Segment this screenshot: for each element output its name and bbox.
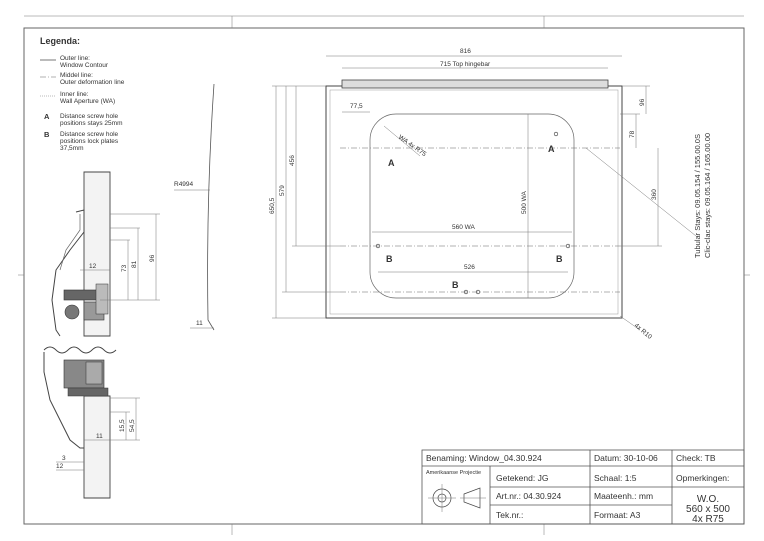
- tb-opmerkingen: Opmerkingen:: [676, 473, 729, 483]
- section-detail-top: 12 73 81 96: [51, 171, 160, 337]
- projection-symbol-icon: [428, 484, 486, 512]
- dim-96-top: 96: [639, 98, 646, 106]
- tb-artnr: Art.nr.: 04.30.924: [496, 491, 561, 501]
- side-profile: R4994 11: [174, 83, 215, 331]
- main-window-view: 715 Top hingebar 816 A A B B B 560 WA 52…: [269, 48, 712, 341]
- legend-note-a-text1: Distance screw hole: [60, 113, 119, 120]
- legend-title: Legenda:: [40, 36, 80, 46]
- dim-650-5: 650,5: [269, 197, 276, 214]
- tb-getekend: Getekend: JG: [496, 473, 548, 483]
- legend-outer-desc: Window Contour: [60, 62, 109, 69]
- sec-dim-96: 96: [149, 254, 156, 262]
- dim-78: 78: [629, 130, 636, 138]
- title-block: Benaming: Window_04.30.924 Datum: 30-10-…: [421, 449, 745, 525]
- tb-formaat: Formaat: A3: [594, 510, 641, 520]
- stays-line2: Clic-clac stays: 09.05.164 / 165.00.00: [703, 133, 712, 258]
- dim-526: 526: [464, 264, 475, 271]
- section-detail-bottom: 11 15,5 54,5 3 12: [43, 352, 140, 499]
- dim-560-wa: 560 WA: [452, 224, 476, 231]
- sheet-border: [23, 27, 745, 525]
- dim-456: 456: [289, 155, 296, 166]
- dim-4x-r10: 4x R10: [633, 322, 654, 341]
- dim-wa-r75: WA 4x R75: [397, 134, 428, 158]
- legend-note-b-key: B: [44, 130, 50, 139]
- tb-teknr: Tek.nr.:: [496, 510, 523, 520]
- sec-dim-155: 15,5: [119, 419, 126, 432]
- legend-note-b-text2: positions lock plates: [60, 138, 119, 145]
- tb-check: Check: TB: [676, 453, 716, 463]
- dim-579: 579: [279, 185, 286, 196]
- tb-benaming: Benaming: Window_04.30.924: [426, 453, 542, 463]
- label-b-bottom: B: [452, 280, 459, 290]
- sec-dim-81: 81: [131, 260, 138, 268]
- legend-middle-desc: Outer deformation line: [60, 79, 125, 86]
- stays-line1: Tubular Stays: 09.05.154 / 155.00.0S: [693, 134, 702, 258]
- legend-note-b-text3: 37,5mm: [60, 145, 83, 152]
- dim-360: 360: [651, 189, 658, 200]
- dim-77-5: 77,5: [350, 103, 363, 110]
- sec-dim-73: 73: [121, 264, 128, 272]
- legend-note-b-text1: Distance screw hole: [60, 131, 119, 138]
- legend-outer-label: Outer line:: [60, 55, 90, 62]
- sec-dim-12b: 12: [56, 463, 64, 470]
- legend-middle-label: Middel line:: [60, 72, 93, 79]
- label-b-left: B: [386, 254, 393, 264]
- label-a-right: A: [548, 144, 555, 154]
- dim-width-816: 816: [460, 48, 471, 55]
- tb-projectie: Amerikaanse Projectie: [426, 470, 481, 476]
- label-a-left: A: [388, 158, 395, 168]
- tb-maateenh: Maateenh.: mm: [594, 491, 653, 501]
- tb-schaal: Schaal: 1:5: [594, 473, 637, 483]
- legend: Legenda: Outer line: Window Contour Midd…: [40, 36, 125, 152]
- tb-wo1: W.O.: [697, 494, 719, 505]
- legend-note-a-text2: positions stays 25mm: [60, 120, 123, 127]
- dim-r4994: R4994: [174, 181, 194, 188]
- sec-dim-11b: 11: [96, 433, 103, 440]
- tb-wo3: 4x R75: [692, 514, 724, 525]
- legend-note-a-key: A: [44, 112, 50, 121]
- sec-dim-3: 3: [62, 455, 66, 462]
- legend-inner-label: Inner line:: [60, 91, 89, 98]
- dim-500-wa: 500 WA: [521, 190, 528, 214]
- sec-dim-545: 54,5: [129, 419, 136, 432]
- sec-dim-12a: 12: [89, 263, 97, 270]
- tb-datum: Datum: 30-10-06: [594, 453, 658, 463]
- tb-wo2: 560 x 500: [686, 504, 730, 515]
- label-b-right: B: [556, 254, 563, 264]
- dim-hingebar: 715 Top hingebar: [440, 61, 491, 68]
- legend-inner-desc: Wall Aperture (WA): [60, 98, 115, 105]
- dim-11a: 11: [196, 320, 203, 327]
